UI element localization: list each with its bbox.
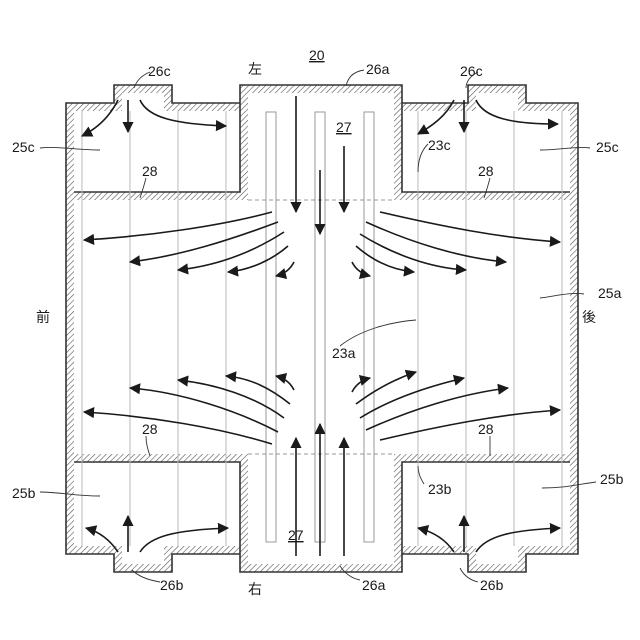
label-28-top-left: 28 <box>142 163 158 179</box>
label-28-top-right: 28 <box>478 163 494 179</box>
chamber-wall-bottom-left <box>74 454 248 554</box>
label-25b-left: 25b <box>12 485 36 501</box>
direction-right: 右 <box>248 582 262 598</box>
label-25a: 25a <box>598 285 622 301</box>
label-23a: 23a <box>332 345 356 361</box>
label-25c-right: 25c <box>596 139 619 155</box>
chamber-wall-top-right <box>394 103 570 200</box>
chamber-wall-bottom-right <box>394 454 570 554</box>
chamber-edge-bottom-right <box>402 462 570 554</box>
label-26c-left: 26c <box>148 63 171 79</box>
label-27-top: 27 <box>336 119 352 135</box>
leader-lines <box>40 70 596 582</box>
direction-rear: 後 <box>582 310 596 326</box>
label-26b-left: 26b <box>160 577 184 593</box>
label-26c-right: 26c <box>460 63 483 79</box>
label-26a-top: 26a <box>366 61 390 77</box>
label-26b-right: 26b <box>480 577 504 593</box>
housing <box>66 85 578 572</box>
ref-main-20: 20 <box>309 47 325 63</box>
label-27-bottom: 27 <box>288 527 304 543</box>
housing-outer-edge <box>66 85 578 572</box>
direction-front: 前 <box>36 309 50 326</box>
chamber-edge-bottom-left <box>74 462 240 554</box>
label-26a-bottom: 26a <box>362 577 386 593</box>
label-25c-left: 25c <box>12 139 35 155</box>
label-28-bottom-right: 28 <box>478 421 494 437</box>
label-28-bottom-left: 28 <box>142 421 158 437</box>
label-25b-right: 25b <box>600 471 624 487</box>
label-23c: 23c <box>428 137 451 153</box>
label-23b: 23b <box>428 481 452 497</box>
labels: 20 左 右 前 後 26a 26a 26c 26c 26b 26b 27 27… <box>12 47 624 598</box>
direction-left: 左 <box>248 62 262 78</box>
housing-wall <box>66 85 578 572</box>
